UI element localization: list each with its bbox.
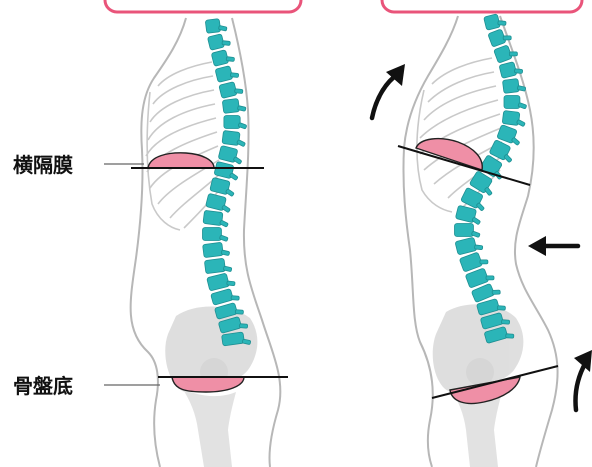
spine-right-vertebra — [459, 252, 482, 272]
spine-left-vertebra — [205, 19, 221, 34]
spine-left-vertebra — [203, 228, 222, 241]
spine-left-vertebra — [207, 273, 230, 291]
diaphragm-organ — [148, 153, 214, 168]
spine-left-spinous-process — [237, 140, 246, 147]
spine-right-spinous-process — [506, 334, 514, 339]
spine-left-vertebra — [224, 116, 240, 129]
spine-right-spinous-process — [511, 137, 520, 145]
spine-left-vertebra — [211, 289, 234, 306]
spine-right-spinous-process — [504, 154, 512, 163]
arrow-up-pelvis-icon — [574, 350, 592, 410]
spine-left-spinous-process — [222, 205, 231, 213]
diaphragm-label: 横隔膜 — [13, 153, 73, 177]
spine-left-spinous-process — [226, 57, 234, 62]
figure-tilted — [372, 14, 592, 467]
spine-right-spinous-process — [486, 276, 494, 280]
spine-right-spinous-process — [516, 119, 525, 126]
spine-right-spinous-process — [503, 36, 511, 40]
arrow-up-chest-icon — [372, 64, 405, 118]
spine-left-vertebra — [204, 258, 225, 273]
spine-right-vertebra — [504, 96, 520, 109]
spine-left-spinous-process — [230, 73, 238, 78]
spine-right-spinous-process — [501, 320, 509, 325]
spine-left-spinous-process — [227, 281, 235, 286]
spine-left-spinous-process — [222, 41, 230, 46]
spine-left-spinous-process — [233, 157, 242, 165]
pelvic-floor-organ — [172, 377, 244, 392]
spine-right-spinous-process — [498, 21, 506, 26]
spine-left-spinous-process — [225, 189, 234, 197]
spine-right-spinous-process — [497, 306, 505, 311]
spine-right-spinous-process — [509, 52, 517, 56]
spine-left-spinous-process — [235, 89, 243, 94]
spine-left-spinous-process — [219, 220, 228, 227]
body-outline-front-tilted — [403, 16, 458, 467]
spine-left-vertebra — [222, 98, 239, 113]
spine-right-spinous-process — [514, 69, 522, 74]
spine-left-vertebra — [219, 82, 237, 99]
header-tab-left — [105, 0, 301, 12]
arrow-left-back-icon — [528, 236, 578, 256]
body-outline-back — [232, 18, 280, 467]
spine-left-vertebra — [203, 242, 224, 257]
spine-left-spinous-process — [229, 173, 238, 181]
spine-right-spinous-process — [480, 260, 488, 264]
spine-left-spinous-process — [219, 235, 228, 241]
spine-right-vertebra — [502, 78, 519, 93]
spine-right-spinous-process — [471, 231, 480, 237]
spine-right-spinous-process — [476, 203, 484, 212]
spine-left-spinous-process — [239, 324, 247, 329]
pelvic-floor-label: 骨盤底 — [13, 374, 73, 398]
spine-right-spinous-process — [474, 245, 482, 250]
spine-left-spinous-process — [231, 296, 239, 301]
header-tab-right — [382, 0, 582, 12]
spine-right-vertebra — [455, 237, 477, 255]
figure-neutral: 横隔膜 骨盤底 — [13, 18, 288, 467]
spine-right-spinous-process — [472, 217, 481, 225]
spine-left-spinous-process — [235, 310, 243, 315]
spine-right-spinous-process — [484, 187, 492, 196]
spine-right-spinous-process — [492, 290, 500, 294]
spine-right-vertebra — [455, 224, 474, 237]
